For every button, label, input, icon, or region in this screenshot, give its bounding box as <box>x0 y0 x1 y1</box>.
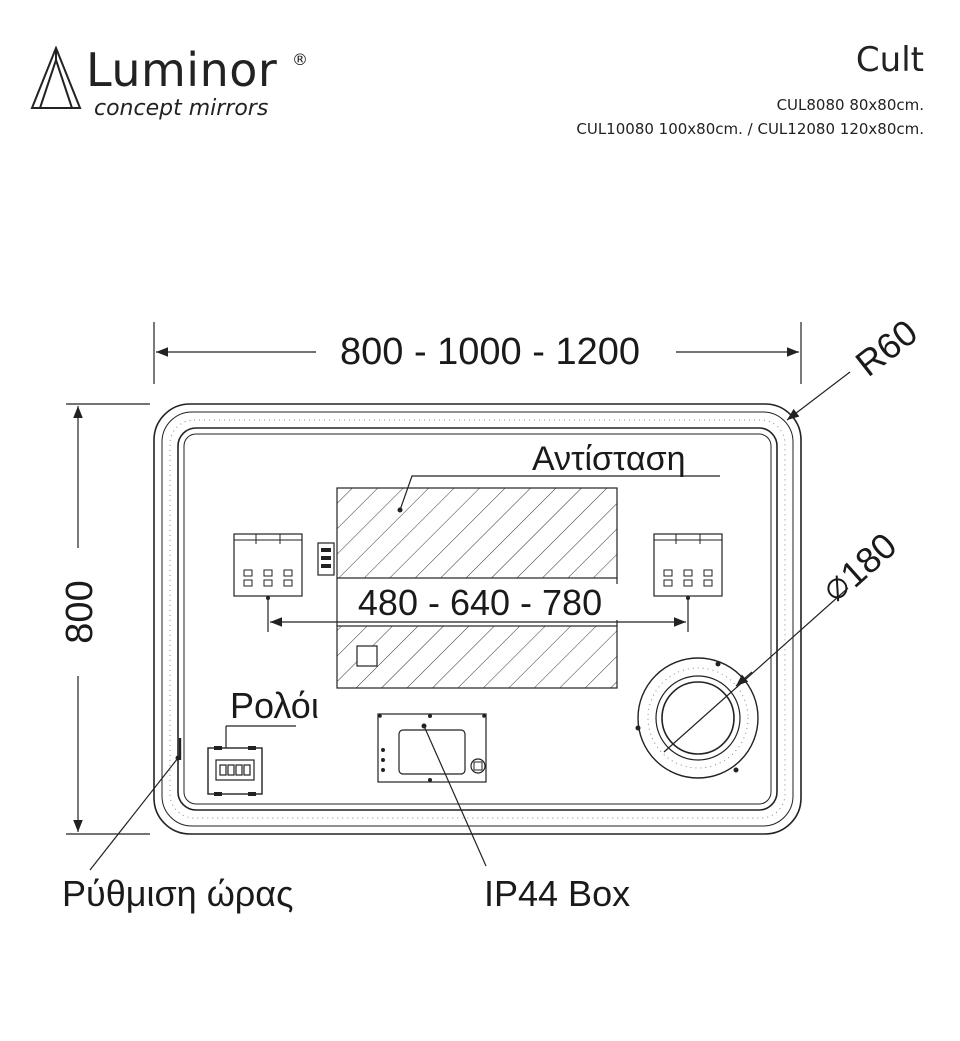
height-dimension: 800 <box>59 403 150 835</box>
ip44-callout: IP44 Box <box>421 723 630 914</box>
clock-module <box>207 746 263 796</box>
heater-callout: Αντίσταση <box>397 440 720 513</box>
brand-name: Luminor <box>86 43 278 97</box>
heater-label: Αντίσταση <box>532 440 686 478</box>
model-line-1: CUL8080 80x80cm. <box>776 96 924 114</box>
mirror-frame <box>153 403 802 835</box>
model-line-2: CUL10080 100x80cm. / CUL12080 120x80cm. <box>576 120 924 138</box>
brand-logo: Luminor ® concept mirrors <box>30 44 330 124</box>
connector-module <box>317 542 335 576</box>
product-title: Cult <box>855 40 924 80</box>
time-setting-label: Ρύθμιση ώρας <box>62 873 293 914</box>
width-dimension: 800 - 1000 - 1200 <box>153 322 802 384</box>
clock-callout: Ρολόι <box>225 685 319 748</box>
bracket-spacing-dimension: 480 - 640 - 780 <box>267 582 689 632</box>
triangle-logo-icon <box>30 46 82 109</box>
time-setting-callout: Ρύθμιση ώρας <box>62 738 293 914</box>
right-bracket <box>653 533 723 600</box>
diameter-icon <box>827 578 848 599</box>
brand-tagline: concept mirrors <box>94 96 269 121</box>
left-bracket <box>233 533 303 600</box>
corner-radius-callout: R60 <box>786 311 925 421</box>
clock-label: Ρολόι <box>230 685 319 726</box>
registered-mark: ® <box>292 50 308 69</box>
bracket-spacing-label: 480 - 640 - 780 <box>358 582 602 623</box>
ip44-label: IP44 Box <box>484 873 630 914</box>
corner-radius-label: R60 <box>848 311 925 384</box>
width-dimension-label: 800 - 1000 - 1200 <box>340 331 640 373</box>
magnifier-mirror <box>635 657 759 779</box>
height-dimension-label: 800 <box>59 580 101 643</box>
ip44-box <box>377 713 487 783</box>
diameter-label: 180 <box>832 525 904 596</box>
